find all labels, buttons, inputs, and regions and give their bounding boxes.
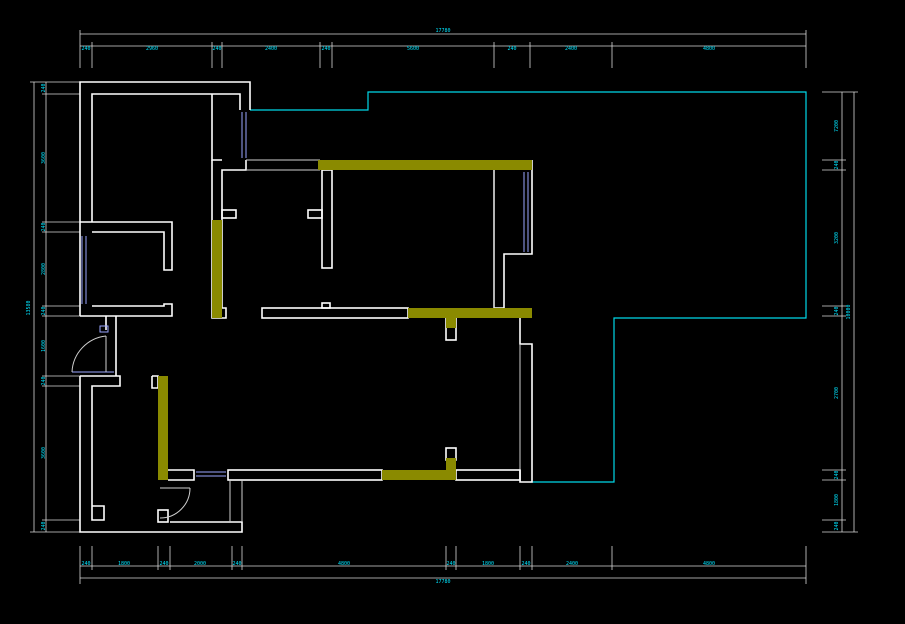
new-wall-lower-vert (158, 376, 168, 480)
top-seg-2: 2960 (146, 46, 158, 52)
doors (71, 325, 191, 519)
site-boundary-line (250, 91, 807, 483)
left-seg-6: 1600 (41, 340, 47, 352)
bottom-seg-11: 4800 (703, 561, 715, 567)
bottom-seg-7: 240 (446, 561, 455, 567)
new-wall-left-vert (212, 220, 222, 318)
right-seg-1: 7200 (834, 120, 840, 132)
right-seg-4: 240 (834, 306, 840, 315)
balcony-door-swing (159, 487, 191, 519)
bottom-seg-2: 1800 (118, 561, 130, 567)
new-walls (158, 160, 532, 480)
right-seg-8: 240 (834, 521, 840, 530)
top-dimension-chain: 17780 240 2960 240 2400 240 5600 240 240… (79, 28, 807, 68)
bottom-seg-1: 240 (81, 561, 90, 567)
top-seg-1: 240 (81, 46, 90, 52)
bottom-seg-9: 240 (521, 561, 530, 567)
exterior-walls (79, 81, 251, 533)
top-seg-8: 2400 (565, 46, 577, 52)
top-total-label: 17780 (435, 28, 450, 34)
right-seg-3: 3200 (834, 232, 840, 244)
new-wall-bottom-stub (446, 458, 456, 470)
left-seg-7: 240 (41, 376, 47, 385)
right-seg-5: 2700 (834, 387, 840, 399)
right-seg-7: 1800 (834, 494, 840, 506)
left-seg-9: 240 (41, 521, 47, 530)
left-dimension-chain: 13580 240 3600 240 2800 240 1600 240 360… (26, 81, 80, 533)
new-wall-top (318, 160, 532, 170)
right-seg-6: 240 (834, 470, 840, 479)
bottom-seg-10: 2400 (566, 561, 578, 567)
left-total-label: 13580 (26, 300, 32, 315)
left-seg-3: 240 (41, 222, 47, 231)
top-seg-7: 240 (507, 46, 516, 52)
top-seg-9: 4800 (703, 46, 715, 52)
bottom-seg-4: 2000 (194, 561, 206, 567)
left-seg-4: 2800 (41, 263, 47, 275)
right-total-label: 10000 (846, 304, 852, 319)
left-seg-1: 240 (41, 83, 47, 92)
bottom-total-label: 17780 (435, 579, 450, 585)
windows (72, 112, 529, 477)
left-seg-8: 3600 (41, 447, 47, 459)
bottom-seg-8: 1800 (482, 561, 494, 567)
new-wall-bottom (382, 470, 456, 480)
new-wall-mid-right (408, 308, 532, 318)
left-seg-5: 240 (41, 306, 47, 315)
left-seg-2: 3600 (41, 152, 47, 164)
right-seg-2: 240 (834, 160, 840, 169)
bottom-dimension-chain: 240 1800 240 2000 240 4800 240 1800 240 … (79, 546, 807, 585)
new-wall-mid-stub (446, 318, 456, 328)
entry-door-swing (71, 335, 107, 373)
top-seg-6: 5600 (407, 46, 419, 52)
bottom-seg-6: 4800 (338, 561, 350, 567)
bottom-seg-3: 240 (159, 561, 168, 567)
top-seg-5: 240 (321, 46, 330, 52)
top-seg-4: 2400 (265, 46, 277, 52)
top-seg-3: 240 (212, 46, 221, 52)
right-dimension-chain: 7200 240 3200 240 2700 240 1800 240 1000… (822, 91, 858, 533)
bottom-seg-5: 240 (232, 561, 241, 567)
